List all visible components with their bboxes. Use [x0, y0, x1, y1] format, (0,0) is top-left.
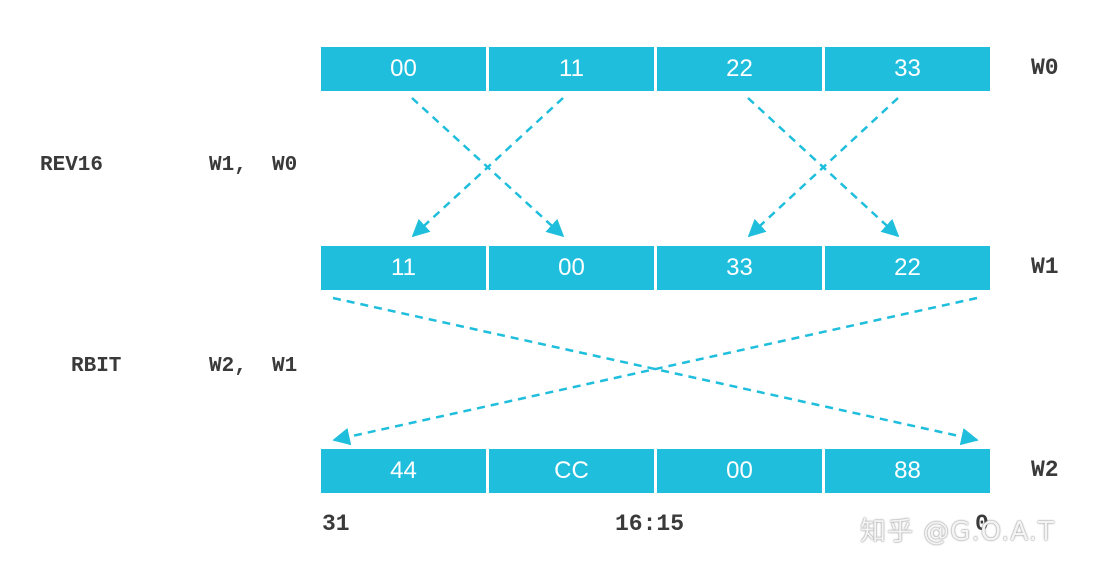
w0-byte-cell: 33: [825, 47, 990, 91]
instruction-opcode: RBIT: [71, 355, 122, 378]
w2-byte-cell: CC: [489, 449, 654, 493]
register-w0-label: W0: [1031, 55, 1059, 81]
bit-label-low: 0: [975, 511, 989, 537]
w2-byte-cell: 00: [657, 449, 822, 493]
w1-byte-cell: 00: [489, 246, 654, 290]
register-w1-bytes: 11 00 33 22: [321, 246, 990, 290]
instruction-operands: W1, W0: [209, 154, 298, 177]
register-w2-bytes: 44 CC 00 88: [321, 449, 990, 493]
instruction-opcode: REV16: [40, 154, 104, 177]
w2-byte-cell: 88: [825, 449, 990, 493]
w2-byte-cell: 44: [321, 449, 486, 493]
rbit-arrow-lsb-to-msb: [332, 296, 978, 446]
w1-byte-cell: 22: [825, 246, 990, 290]
watermark-text: 知乎 @G.O.A.T: [860, 517, 1055, 547]
w0-byte-cell: 00: [321, 47, 486, 91]
rev16-arrow-byte3-to-byte2: [747, 97, 899, 238]
instruction-operands: W2, W1: [209, 355, 298, 378]
bit-label-high: 31: [322, 511, 350, 537]
w1-byte-cell: 11: [321, 246, 486, 290]
bit-label-middle: 16:15: [615, 511, 685, 537]
register-w1-label: W1: [1031, 254, 1059, 280]
register-w0-bytes: 00 11 22 33: [321, 47, 990, 91]
w0-byte-cell: 11: [489, 47, 654, 91]
w0-byte-cell: 22: [657, 47, 822, 91]
w1-byte-cell: 33: [657, 246, 822, 290]
rev16-arrow-byte1-to-byte0: [411, 97, 564, 238]
register-w2-label: W2: [1031, 457, 1059, 483]
